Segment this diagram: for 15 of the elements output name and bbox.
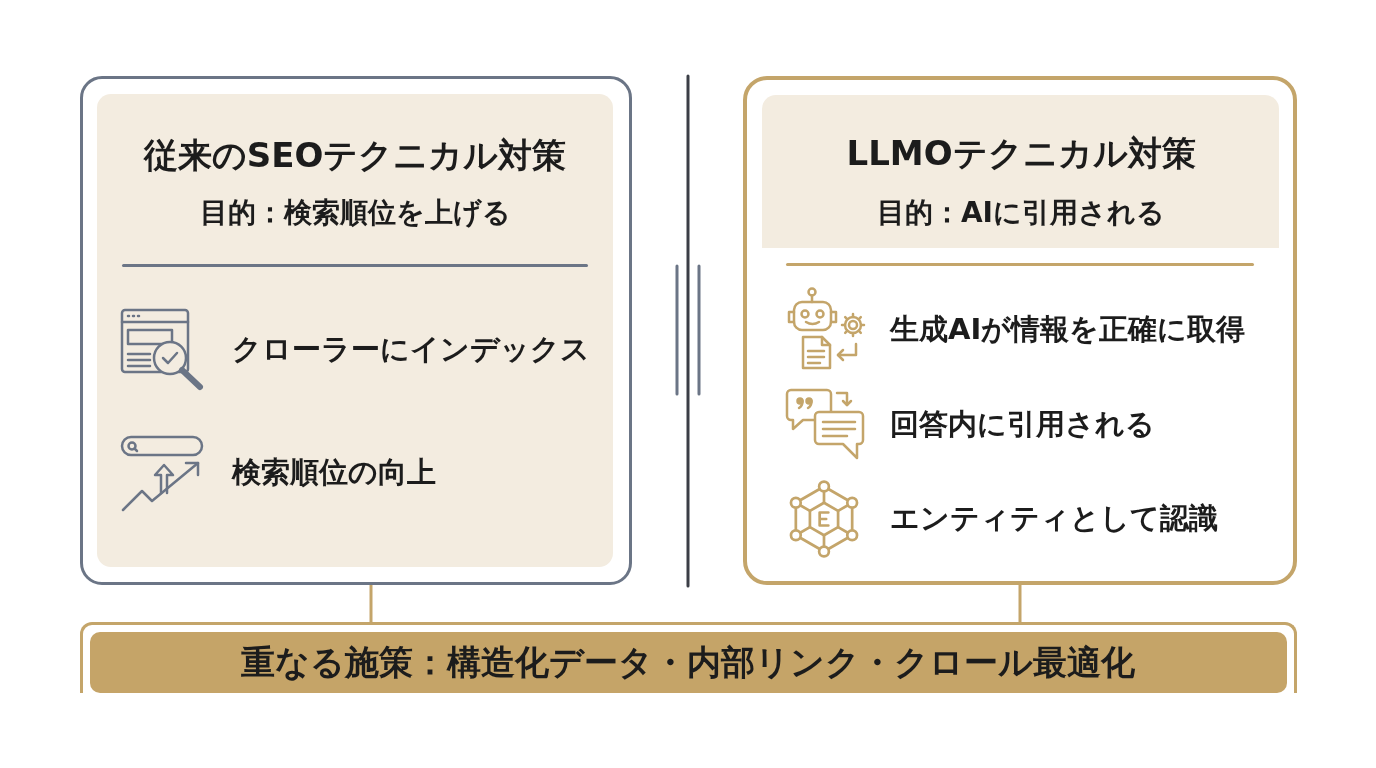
item-text: クローラーにインデックス (232, 331, 590, 369)
header-band (762, 95, 1279, 248)
item-text: エンティティとして認識 (890, 500, 1218, 538)
panel-title: 従来のSEOテクニカル対策 (143, 133, 567, 177)
connector-line (1018, 585, 1022, 622)
connector-line (369, 585, 373, 622)
bracket-frame (80, 622, 1297, 693)
panel-title: LLMOテクニカル対策 (846, 131, 1196, 175)
banner-text: 重なる施策：構造化データ・内部リンク・クロール最適化 (241, 640, 1135, 684)
item-text: 回答内に引用される (890, 406, 1155, 444)
item-text: 生成AIが情報を正確に取得 (890, 311, 1246, 349)
panel-subtitle: 目的：検索順位を上げる (199, 194, 511, 231)
panel (743, 76, 1297, 585)
panel-subtitle: 目的：AIに引用される (876, 194, 1166, 231)
item-text: 検索順位の向上 (232, 454, 436, 492)
